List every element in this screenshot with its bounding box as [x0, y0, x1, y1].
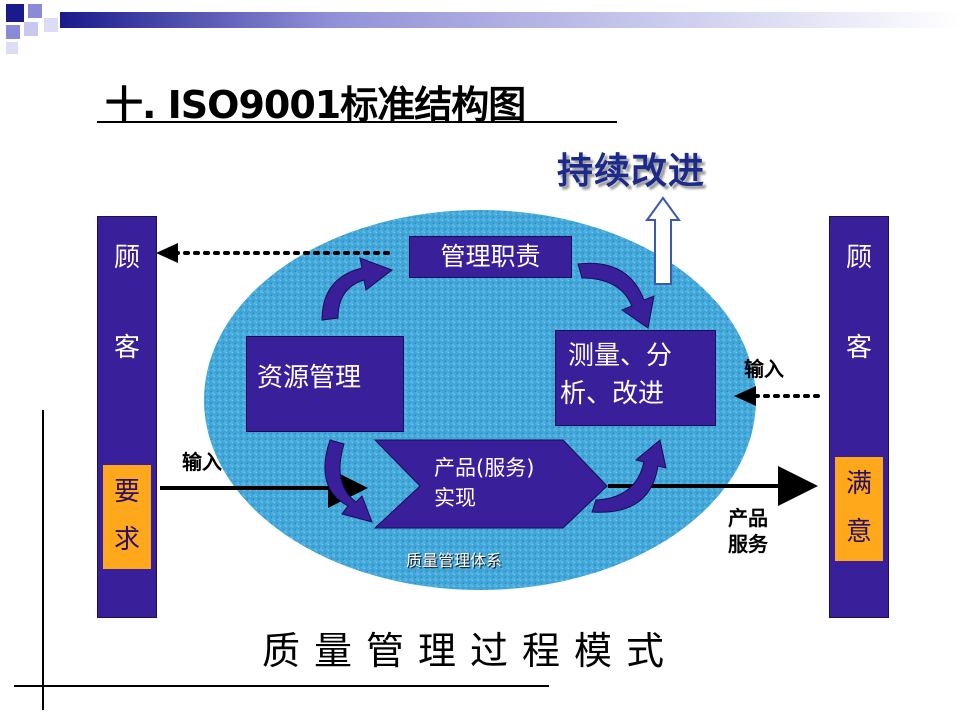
curved-arrow-top-left [321, 257, 394, 321]
satisfaction-box: 满 意 [835, 457, 883, 561]
header-gradient-bar [60, 12, 960, 28]
curved-arrow-bottom-right [591, 439, 667, 513]
customer-left-char-1: 顾 [113, 243, 140, 273]
resource-management-label: 资源管理 [257, 363, 362, 393]
customer-right-char-1: 顾 [845, 243, 872, 273]
corner-square-4 [24, 22, 38, 36]
feedback-arrowhead-right [734, 386, 756, 406]
improvement-up-arrow [645, 196, 681, 285]
qms-label: 质量管理体系 [406, 551, 503, 570]
management-responsibility-box: 管理职责 [409, 236, 572, 278]
page-title: 十. ISO9001标准结构图 [105, 83, 526, 127]
customer-right-panel: 顾 客 满 意 [829, 216, 889, 618]
resource-management-box: 资源管理 [246, 336, 404, 432]
customer-left-char-2: 客 [113, 333, 140, 363]
output-line-2: 服务 [728, 532, 768, 556]
curved-arrow-bottom-left [324, 439, 373, 523]
product-realization-line-2: 实现 [434, 486, 476, 510]
requirements-char-2: 求 [113, 525, 140, 555]
corner-square-3 [6, 25, 20, 39]
satisfaction-char-2: 意 [845, 517, 872, 547]
output-line-1: 产品 [728, 506, 768, 530]
process-model-title: 质量管理过程模式 [262, 629, 679, 673]
corner-square-5 [44, 18, 58, 32]
satisfaction-char-1: 满 [845, 469, 872, 499]
left-vertical-rule [42, 410, 44, 710]
curved-arrow-top-right [577, 262, 655, 329]
input-label-left: 输入 [182, 450, 222, 474]
measurement-line-2: 析、改进 [560, 379, 665, 409]
corner-square-2 [28, 4, 42, 18]
corner-square-1 [6, 4, 24, 22]
requirements-box: 要 求 [103, 465, 151, 569]
continuous-improvement-label: 持续改进 [557, 151, 706, 192]
product-realization-line-1: 产品(服务) [434, 456, 535, 480]
customer-left-panel: 顾 客 要 求 [97, 216, 157, 618]
product-realization-shape [373, 439, 608, 529]
measurement-line-1: 测量、分 [568, 341, 673, 371]
customer-right-char-2: 客 [845, 333, 872, 363]
title-underline [97, 121, 617, 123]
feedback-arrowhead-left [156, 243, 178, 263]
product-realization-label: 产品(服务) 实现 [434, 453, 534, 513]
measurement-analysis-box: 测量、分 析、改进 [555, 330, 716, 426]
corner-square-6 [6, 42, 18, 54]
bottom-rule [14, 685, 549, 687]
output-label: 产品 服务 [728, 505, 768, 557]
requirements-char-1: 要 [113, 477, 140, 507]
input-label-right: 输入 [744, 357, 784, 381]
